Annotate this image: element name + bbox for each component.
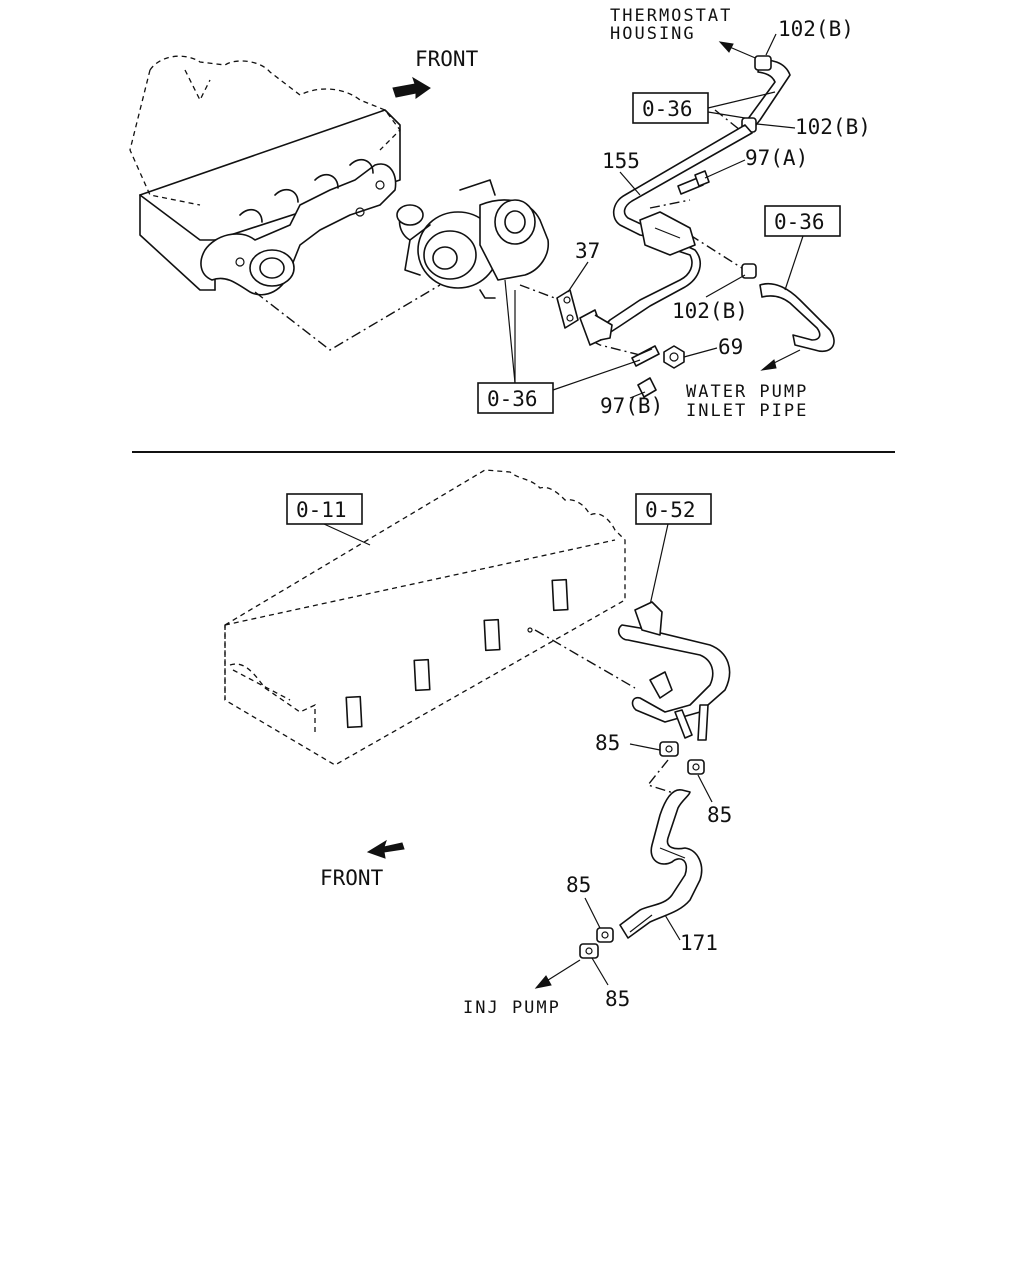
callout-85-a: 85 (595, 731, 620, 755)
gasket-37 (556, 289, 579, 329)
clamp-85-a (659, 741, 679, 757)
thermostat-label-1: THERMOSTAT (610, 6, 732, 26)
callout-97a: 97(A) (745, 146, 808, 170)
callout-171: 171 (680, 931, 718, 955)
clamp-102b-top (754, 55, 772, 71)
clamp-85-b (687, 759, 705, 775)
ref-011[interactable]: 0-11 (296, 498, 347, 522)
engine-block-top (129, 55, 401, 296)
front-label-top: FRONT (415, 47, 479, 71)
callout-69: 69 (718, 335, 743, 359)
callout-102b-mid: 102(B) (795, 115, 871, 139)
cylinder-head-bottom (224, 469, 626, 766)
water-pump-pointer: WATER PUMP INLET PIPE (686, 349, 808, 421)
inj-pump-pointer: INJ PUMP (463, 959, 581, 1018)
clamp-85-c (596, 927, 614, 943)
ref-box-036-a[interactable] (632, 92, 709, 124)
callout-85-b: 85 (707, 803, 732, 827)
leader-manifold (254, 284, 441, 351)
clamp-102b-low (741, 263, 757, 279)
thermostat-housing-pointer: THERMOSTAT HOUSING (610, 6, 761, 61)
nut-69 (663, 345, 685, 369)
hose-171 (619, 789, 703, 939)
callout-102b-top: 102(B) (778, 17, 854, 41)
bolt-97a (677, 170, 710, 195)
ref-box-036-b[interactable] (477, 382, 554, 414)
callout-85-d: 85 (605, 987, 630, 1011)
hose-upper (741, 55, 791, 133)
callout-85-c: 85 (566, 873, 591, 897)
ref-036-b[interactable]: 0-36 (487, 387, 538, 411)
callout-37: 37 (575, 239, 600, 263)
ref-052[interactable]: 0-52 (645, 498, 696, 522)
water-pump-label-2: INLET PIPE (686, 401, 808, 421)
hose-lower (741, 263, 835, 352)
coolant-pipe-052 (617, 601, 731, 741)
thermostat-label-2: HOUSING (610, 24, 696, 44)
front-label-bottom: FRONT (320, 866, 384, 890)
callout-102b-low: 102(B) (672, 299, 748, 323)
ref-box-052[interactable] (635, 493, 712, 525)
ref-036-a[interactable]: 0-36 (642, 97, 693, 121)
front-arrow-top: FRONT (392, 47, 479, 99)
front-arrow-bottom: FRONT (320, 839, 405, 890)
callout-155: 155 (602, 149, 640, 173)
inj-pump-label: INJ PUMP (463, 998, 561, 1018)
ref-036-c[interactable]: 0-36 (774, 210, 825, 234)
clamp-85-d (579, 943, 599, 959)
leader-pipe (534, 629, 636, 689)
water-pump-label-1: WATER PUMP (686, 382, 808, 402)
turbocharger (396, 179, 550, 299)
